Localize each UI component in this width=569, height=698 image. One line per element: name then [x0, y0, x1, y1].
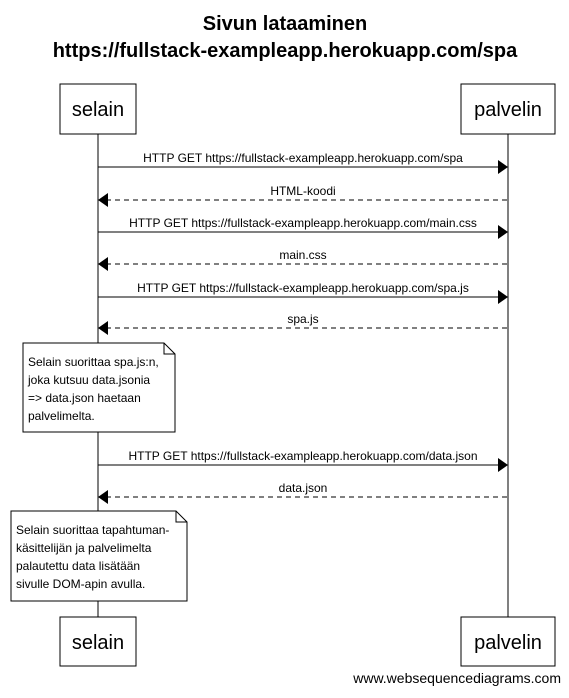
note-fold — [163, 343, 175, 355]
message-label: HTTP GET https://fullstack-exampleapp.he… — [128, 449, 477, 463]
actor-label-palvelin-top: palvelin — [474, 99, 542, 121]
note-line: palautettu data lisätään — [16, 559, 140, 573]
note-box — [22, 342, 176, 433]
note-line: sivulle DOM-apin avulla. — [16, 577, 145, 591]
message-label: HTTP GET https://fullstack-exampleapp.he… — [137, 281, 469, 295]
message-label: HTTP GET https://fullstack-exampleapp.he… — [129, 216, 477, 230]
note-line: => data.json haetaan — [28, 391, 141, 405]
actor-box-selain-top: selain — [59, 83, 137, 135]
note-event-handler: Selain suorittaa tapahtuman- käsittelijä… — [10, 510, 188, 602]
message-get-spa: HTTP GET https://fullstack-exampleapp.he… — [98, 151, 508, 174]
note-line: käsittelijän ja palvelimelta — [16, 541, 152, 555]
message-html-koodi: HTML-koodi — [98, 184, 507, 207]
message-spa-js: spa.js — [98, 312, 507, 335]
diagram-title-line-2: https://fullstack-exampleapp.herokuapp.c… — [53, 40, 518, 62]
message-get-main-css: HTTP GET https://fullstack-exampleapp.he… — [98, 216, 508, 239]
message-label: HTML-koodi — [270, 184, 335, 198]
actor-label-selain-top: selain — [72, 99, 124, 121]
actor-box-palvelin-bottom: palvelin — [460, 616, 556, 667]
message-data-json: data.json — [98, 481, 507, 504]
note-line: palvelimelta. — [28, 409, 95, 423]
actor-label-selain-bottom: selain — [72, 632, 124, 654]
message-label: HTTP GET https://fullstack-exampleapp.he… — [143, 151, 463, 165]
message-get-data-json: HTTP GET https://fullstack-exampleapp.he… — [98, 449, 508, 472]
message-main-css: main.css — [98, 248, 507, 271]
message-label: main.css — [279, 248, 326, 262]
note-fold — [175, 511, 187, 523]
actor-box-palvelin-top: palvelin — [460, 83, 556, 135]
note-spa-js-execution: Selain suorittaa spa.js:n, joka kutsuu d… — [22, 342, 176, 433]
note-line: joka kutsuu data.jsonia — [27, 373, 150, 387]
note-box — [10, 510, 188, 602]
message-get-spa-js: HTTP GET https://fullstack-exampleapp.he… — [98, 281, 508, 304]
message-label: data.json — [279, 481, 328, 495]
note-line: Selain suorittaa spa.js:n, — [28, 355, 159, 369]
note-line: Selain suorittaa tapahtuman- — [16, 523, 169, 537]
actor-label-palvelin-bottom: palvelin — [474, 632, 542, 654]
diagram-title-line-1: Sivun lataaminen — [203, 13, 368, 35]
actor-box-selain-bottom: selain — [59, 616, 137, 667]
message-label: spa.js — [287, 312, 318, 326]
credit-text: www.websequencediagrams.com — [352, 670, 561, 686]
